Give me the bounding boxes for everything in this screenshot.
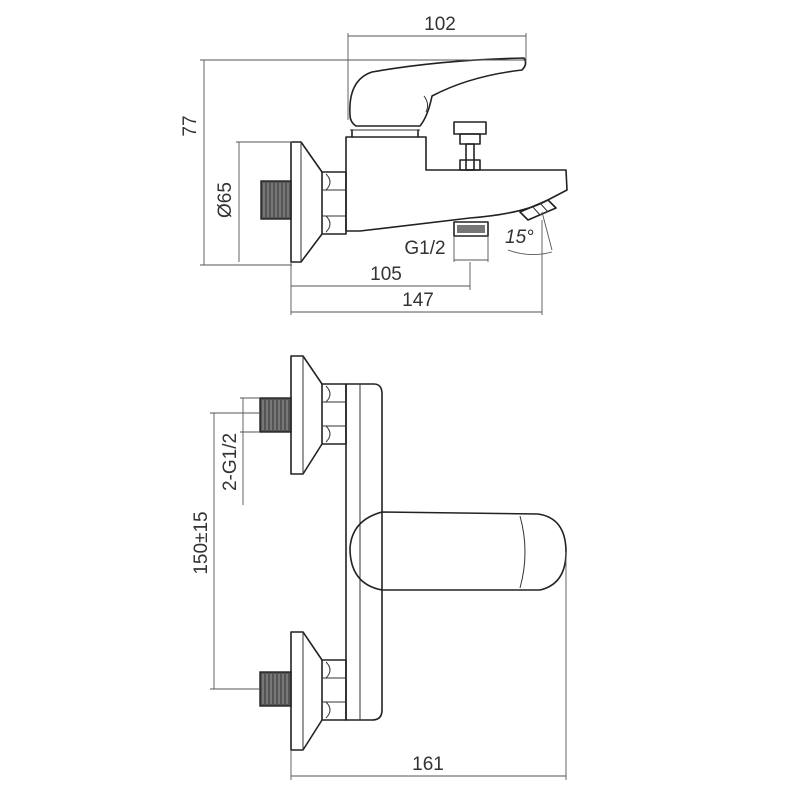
dim-2-g12: 2-G1/2 [220, 397, 260, 505]
dim-diameter-label: Ø65 [215, 182, 236, 218]
front-lower-flange [290, 631, 323, 751]
dim-161-label: 161 [412, 754, 444, 775]
dim-102: 102 [347, 14, 527, 120]
side-shower-outlet [453, 221, 489, 237]
dim-angle-15: 15° [505, 211, 553, 255]
side-thread-lines [263, 183, 289, 217]
front-lower-nut [321, 659, 347, 721]
side-diverter-stem [465, 143, 475, 171]
side-lever-handle [349, 57, 527, 127]
dim-2-g12-label: 2-G1/2 [220, 433, 241, 491]
side-view: 102 77 Ø65 G1/2 15° [180, 14, 568, 315]
dim-150-label: 150±15 [191, 511, 212, 574]
side-spout-aerator [519, 199, 557, 221]
side-diverter-cap [453, 121, 487, 135]
front-view: 2-G1/2 150±15 161 [191, 355, 567, 780]
side-mixer-body [345, 136, 568, 232]
dim-105-label: 105 [370, 264, 402, 285]
front-lever-handle [349, 511, 567, 591]
dim-77: 77 [180, 59, 524, 266]
dim-diameter-65: Ø65 [215, 141, 292, 262]
dim-147-label: 147 [402, 290, 434, 311]
front-upper-nut [321, 383, 347, 445]
dim-105: 105 [290, 262, 471, 315]
dim-g12-label: G1/2 [404, 238, 445, 259]
dim-77-label: 77 [180, 115, 201, 136]
front-upper-flange [290, 355, 323, 475]
dim-161: 161 [290, 552, 567, 780]
dim-150: 150±15 [191, 412, 260, 690]
dim-g12: G1/2 [404, 236, 489, 262]
side-hex-nut [321, 171, 347, 235]
dim-147: 147 [291, 220, 543, 315]
dim-angle-label: 15° [505, 227, 534, 248]
dim-102-label: 102 [424, 14, 456, 35]
side-wall-flange [290, 141, 323, 263]
front-mixer-body [345, 383, 383, 721]
